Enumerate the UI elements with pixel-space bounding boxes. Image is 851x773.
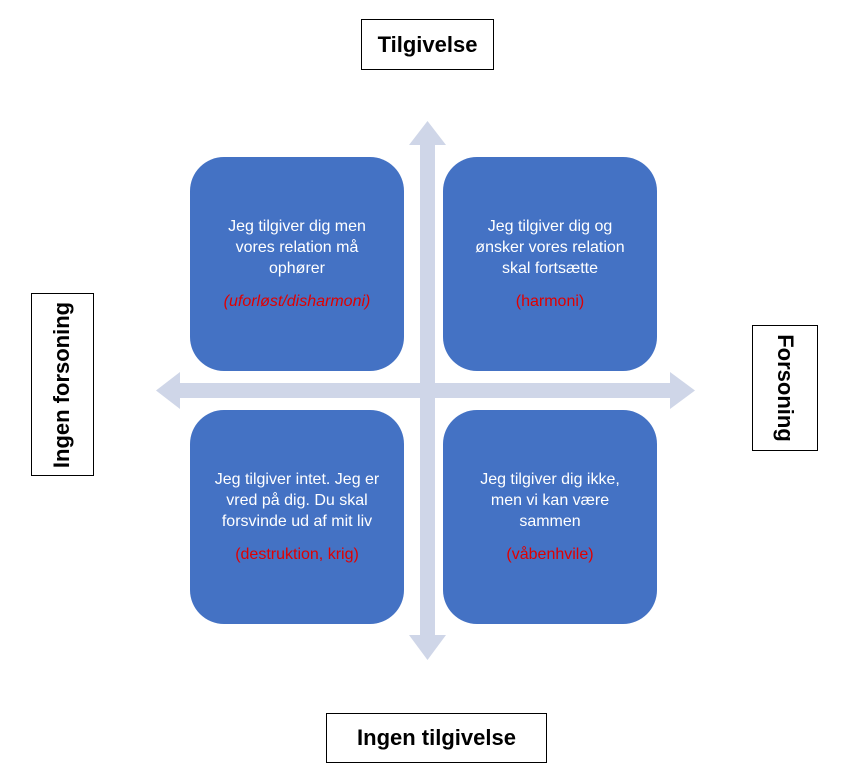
quadrant-desc-line: vred på dig. Du skal — [226, 492, 368, 509]
quadrant-bottom-left: Jeg tilgiver intet. Jeg er vred på dig. … — [190, 410, 404, 624]
quadrant-desc-line: men vi kan være — [490, 492, 610, 509]
axis-label-right: Forsoning — [752, 325, 818, 451]
axis-label-bottom-text: Ingen tilgivelse — [357, 725, 516, 750]
quadrant-tag: (harmoni) — [515, 293, 585, 310]
quadrant-desc-line: Jeg tilgiver dig og — [487, 218, 613, 235]
arrow-left — [156, 372, 180, 409]
axis-label-right-text: Forsoning — [773, 334, 799, 442]
quadrant-top-left: Jeg tilgiver dig men vores relation må o… — [190, 157, 404, 371]
quadrant-desc-line: vores relation må — [235, 239, 359, 256]
quadrant-bottom-right: Jeg tilgiver dig ikke, men vi kan være s… — [443, 410, 657, 624]
arrow-up — [409, 121, 446, 145]
axis-label-left: Ingen forsoning — [31, 293, 94, 476]
quadrant-desc-line: Jeg tilgiver intet. Jeg er — [214, 471, 380, 488]
quadrant-tag: (uforløst/disharmoni) — [223, 293, 371, 310]
quadrant-desc-line: ønsker vores relation — [475, 239, 625, 256]
axis-label-top: Tilgivelse — [361, 19, 494, 70]
quadrant-desc-line: sammen — [519, 513, 581, 530]
quadrant-desc-line: forsvinde ud af mit liv — [221, 513, 373, 530]
axis-label-bottom: Ingen tilgivelse — [326, 713, 547, 763]
quadrant-desc-line: Jeg tilgiver dig men — [228, 218, 366, 235]
quadrant-desc-line: Jeg tilgiver dig ikke, — [480, 471, 620, 488]
quadrant-tag: (destruktion, krig) — [235, 546, 359, 563]
axis-label-left-text: Ingen forsoning — [49, 301, 75, 468]
arrow-down — [409, 635, 446, 660]
axis-label-top-text: Tilgivelse — [377, 31, 478, 57]
arrow-right — [670, 372, 695, 409]
quadrant-desc-line: skal fortsætte — [501, 260, 599, 277]
horizontal-axis-bar — [180, 383, 675, 398]
quadrant-tag: (våbenhvile) — [506, 546, 594, 563]
quadrant-top-right: Jeg tilgiver dig og ønsker vores relatio… — [443, 157, 657, 371]
quadrant-desc-line: ophører — [268, 260, 326, 277]
